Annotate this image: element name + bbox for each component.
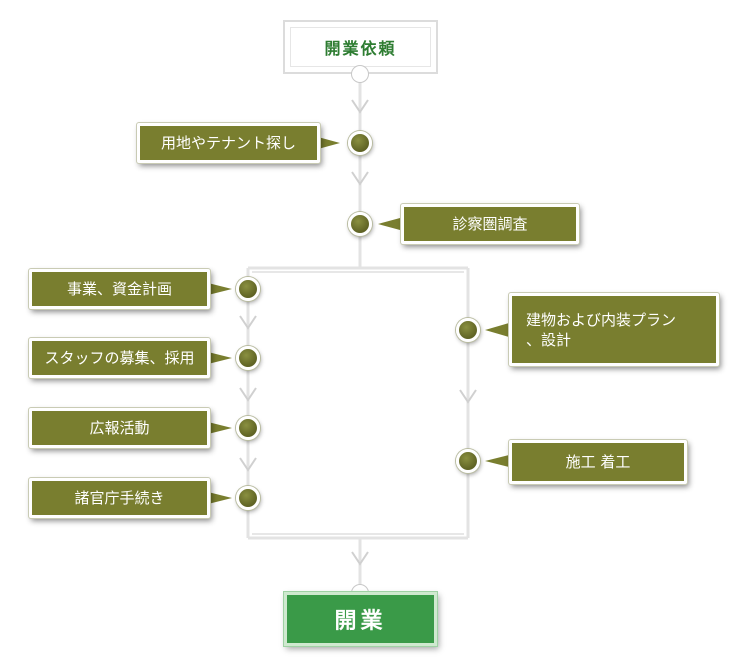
step-site-search-label: 用地やテナント探し [160,134,296,152]
node-business-plan [236,277,260,301]
step-site-search: 用地やテナント探し [137,123,320,163]
step-business-plan-label: 事業、資金計画 [66,280,172,298]
node-construction [456,449,480,473]
step-staff-recruit: スタッフの募集、採用 [29,338,210,378]
step-market-survey: 診察圏調査 [401,204,579,244]
end-label: 開業 [334,609,387,634]
node-market-survey [348,212,372,236]
step-pr-label: 広報活動 [89,419,150,437]
node-site-search [348,131,372,155]
step-interior-design: 建物および内装プラン 、設計 [509,293,719,366]
step-staff-recruit-label: スタッフの募集、採用 [44,349,195,367]
start-label: 開業依頼 [324,39,397,58]
step-business-plan: 事業、資金計画 [29,269,210,309]
node-permits [236,486,260,510]
step-market-survey-label: 診察圏調査 [452,215,528,233]
node-interior-design [456,318,480,342]
step-permits-label: 諸官庁手続き [74,489,165,507]
step-construction: 施工 着工 [509,440,687,484]
start-connector-dot [352,66,368,82]
step-construction-label: 施工 着工 [565,453,631,471]
node-staff-recruit [236,346,260,370]
step-interior-design-line1: 建物および内装プラン [526,310,677,329]
node-pr [236,416,260,440]
step-pr: 広報活動 [29,408,210,448]
step-permits: 諸官庁手続き [29,478,210,518]
step-interior-design-line2: 、設計 [526,330,572,349]
start-box: 開業依頼 [283,20,438,74]
end-box: 開業 [284,592,437,646]
